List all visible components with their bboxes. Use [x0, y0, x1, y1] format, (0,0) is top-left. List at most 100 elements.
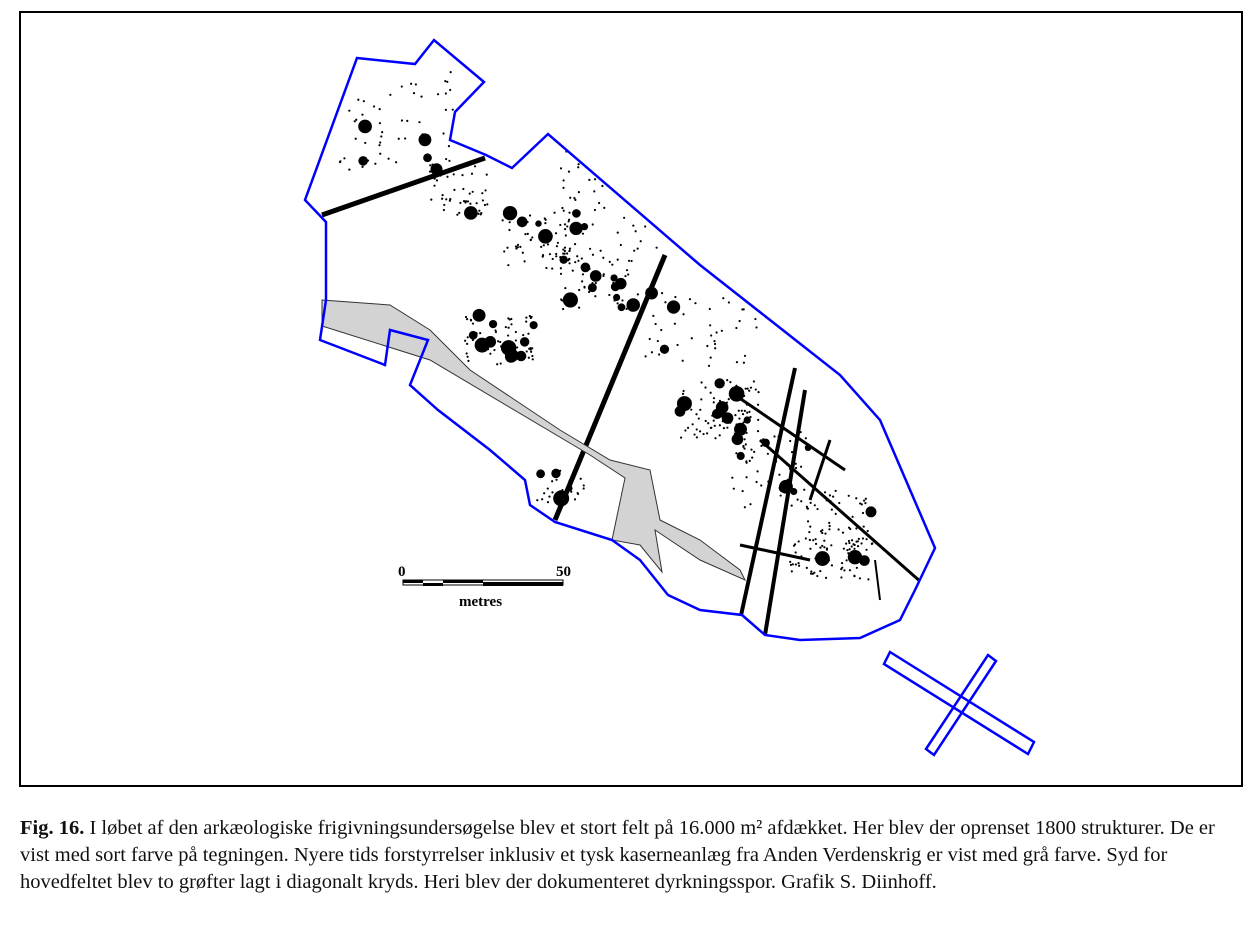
structure-feature: [656, 151, 659, 154]
structure-feature: [834, 512, 837, 515]
structure-feature: [515, 247, 518, 250]
structure-feature: [551, 491, 554, 494]
structure-feature: [587, 290, 591, 294]
structure-feature: [561, 206, 564, 210]
structure-feature: [823, 491, 827, 494]
structure-feature: [568, 211, 571, 214]
structure-feature: [830, 544, 833, 547]
structure-feature: [843, 569, 846, 572]
structure-feature: [865, 548, 868, 551]
structure-feature: [666, 300, 681, 314]
structure-feature: [374, 162, 377, 165]
structure-feature: [576, 491, 579, 495]
structure-feature: [353, 120, 356, 123]
structure-feature: [755, 291, 758, 294]
structure-feature: [576, 255, 579, 258]
structure-feature: [580, 257, 583, 260]
structure-feature: [446, 80, 449, 83]
structure-feature: [794, 466, 798, 470]
scale-unit-label: metres: [459, 594, 502, 610]
structure-feature: [655, 246, 658, 249]
structure-feature: [553, 211, 556, 214]
structure-feature: [735, 361, 739, 364]
structure-feature: [468, 330, 478, 340]
ditch-line: [808, 439, 832, 501]
structure-feature: [548, 495, 551, 498]
structure-feature: [592, 276, 595, 279]
structure-feature: [718, 434, 721, 437]
structure-feature: [580, 262, 591, 273]
structure-feature: [674, 295, 677, 299]
structure-feature: [684, 429, 687, 432]
structure-feature: [445, 157, 448, 161]
structure-feature: [746, 411, 749, 414]
structure-feature: [608, 260, 611, 263]
structure-feature: [809, 525, 812, 528]
structure-feature: [805, 566, 808, 569]
structure-feature: [563, 249, 567, 253]
structure-feature: [577, 166, 580, 169]
structure-feature: [456, 213, 459, 216]
structure-feature: [773, 435, 776, 438]
structure-feature: [578, 211, 581, 214]
structure-feature: [741, 413, 745, 416]
structure-feature: [681, 408, 684, 411]
structure-feature: [441, 194, 444, 197]
structure-feature: [452, 173, 455, 176]
structure-feature: [690, 337, 693, 340]
structure-feature: [720, 329, 723, 332]
structure-feature: [865, 506, 877, 518]
structure-feature: [830, 508, 833, 511]
structure-feature: [527, 356, 530, 359]
structure-feature: [602, 256, 605, 259]
structure-feature: [462, 187, 465, 191]
structure-feature: [468, 192, 471, 195]
structure-feature: [530, 350, 533, 353]
structure-feature: [809, 501, 812, 504]
structure-feature: [847, 539, 851, 543]
structure-feature: [523, 260, 526, 263]
structure-feature: [516, 243, 520, 246]
structure-feature: [824, 576, 828, 579]
structure-feature: [601, 184, 604, 188]
structure-feature: [734, 422, 747, 436]
structure-feature: [502, 205, 518, 221]
structure-feature: [508, 228, 511, 232]
structure-feature: [658, 353, 661, 356]
structure-feature: [714, 437, 717, 440]
structure-feature: [397, 137, 400, 140]
structure-feature: [848, 548, 851, 551]
structure-feature: [473, 165, 477, 168]
structure-feature: [364, 141, 367, 145]
structure-feature: [793, 543, 797, 546]
structure-feature: [587, 283, 597, 293]
structure-feature: [861, 511, 865, 515]
structure-feature: [806, 520, 810, 523]
structure-feature: [823, 539, 826, 542]
structure-feature: [694, 302, 697, 305]
structure-feature: [459, 201, 462, 204]
structure-feature: [436, 93, 440, 96]
structure-feature: [621, 299, 624, 302]
structure-feature: [711, 408, 723, 420]
structure-feature: [615, 277, 627, 290]
structure-feature: [706, 344, 709, 348]
structure-feature: [814, 557, 817, 560]
structure-feature: [707, 422, 710, 425]
structure-feature: [825, 548, 829, 551]
structure-feature: [755, 480, 758, 484]
structure-feature: [632, 224, 635, 227]
structure-feature: [499, 345, 503, 348]
structure-feature: [543, 492, 546, 495]
structure-feature: [474, 334, 477, 337]
structure-feature: [535, 220, 542, 227]
structure-feature: [589, 270, 602, 282]
structure-feature: [613, 299, 616, 302]
structure-feature: [464, 201, 467, 204]
structure-feature: [571, 269, 574, 272]
structure-feature: [567, 170, 571, 173]
structure-feature: [572, 209, 581, 218]
structure-feature: [588, 267, 591, 271]
structure-feature: [525, 320, 528, 323]
structure-feature: [707, 364, 711, 367]
